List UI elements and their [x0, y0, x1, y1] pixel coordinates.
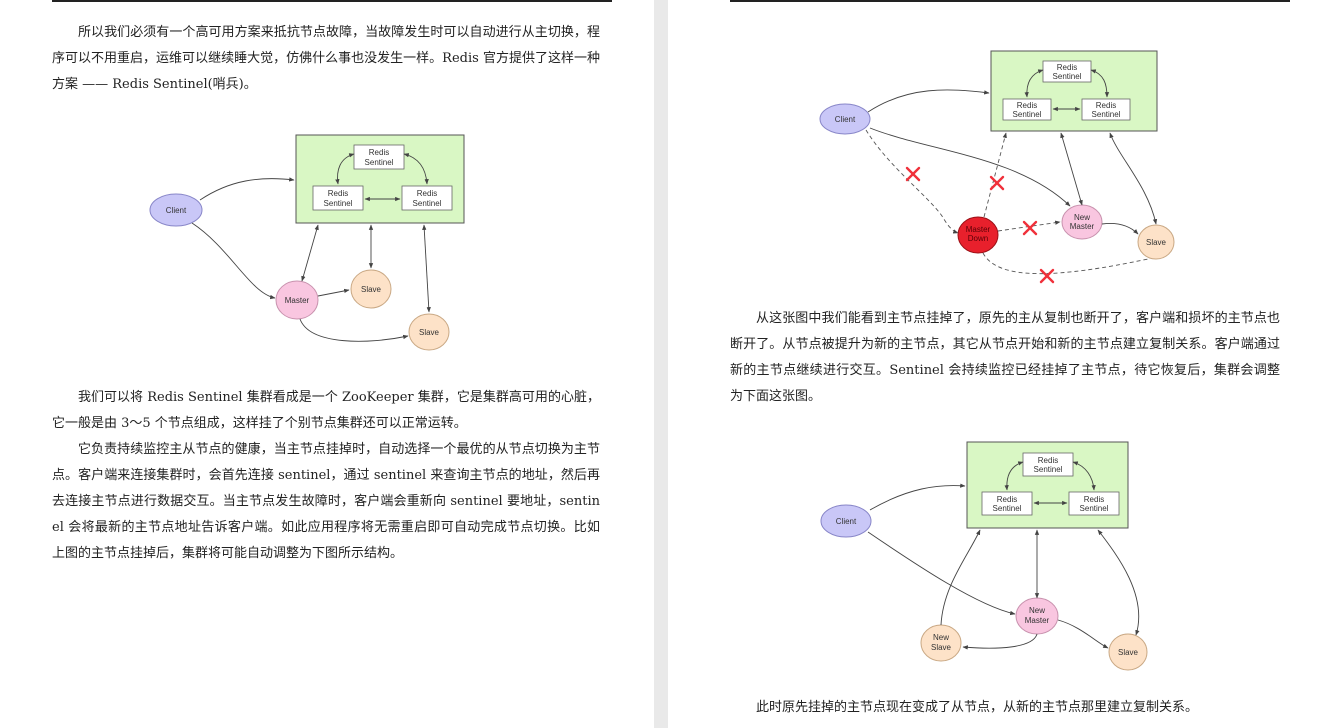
top-rule	[730, 0, 1290, 2]
sentinel-node-right	[1068, 491, 1120, 516]
slave-node-1	[350, 269, 392, 309]
slave-node	[1137, 224, 1175, 260]
sentinel-node-label: Sentinel	[324, 199, 353, 208]
broken-link-cross-icon	[1022, 220, 1038, 236]
client-label: Client	[166, 206, 187, 215]
sentinel-node-label: Sentinel	[365, 158, 394, 167]
new-slave-label: New	[933, 633, 949, 642]
client-node	[819, 103, 871, 135]
sentinel-node-label: Redis	[1096, 101, 1116, 110]
sentinel-node-right	[401, 185, 453, 211]
paragraph-sentinel-intro: 所以我们必须有一个高可用方案来抵抗节点故障，当故障发生时可以自动进行从主切换，程…	[52, 25, 600, 92]
sentinel-node-label: Redis	[1084, 495, 1104, 504]
sentinel-node-label: Sentinel	[1034, 465, 1063, 474]
sentinel-node-left	[981, 491, 1033, 516]
recovered-cluster-diagram: Redis Sentinel Redis Sentinel Redis Sent…	[820, 441, 1148, 671]
new-master-label: New	[1074, 213, 1090, 222]
sentinel-node-left	[1002, 98, 1052, 121]
sentinel-cluster-diagram: Redis Sentinel Redis Sentinel Redis Sent…	[149, 134, 465, 351]
sentinel-node-label: Sentinel	[1080, 504, 1109, 513]
sentinel-node-left	[312, 185, 364, 211]
paragraph-old-master-recovered: 此时原先挂掉的主节点现在变成了从节点，从新的主节点那里建立复制关系。	[756, 700, 1199, 715]
paragraph-master-down: 从这张图中我们能看到主节点挂掉了，原先的主从复制也断开了，客户端和损坏的主节点也…	[730, 311, 1280, 404]
client-node	[820, 504, 872, 538]
master-down-label: Down	[968, 234, 988, 243]
slave-node-2	[408, 313, 450, 351]
sentinel-node-label: Redis	[1057, 63, 1077, 72]
master-down-node	[957, 216, 999, 254]
paragraph-zookeeper-analogy: 我们可以将 Redis Sentinel 集群看成是一个 ZooKeeper 集…	[52, 390, 600, 431]
sentinel-node-top	[353, 144, 405, 170]
client-label: Client	[835, 115, 856, 124]
left-page: 所以我们必须有一个高可用方案来抵抗节点故障，当故障发生时可以自动进行从主切换，程…	[0, 0, 654, 728]
new-master-label: Master	[1025, 616, 1050, 625]
broken-link-cross-icon	[989, 175, 1005, 191]
sentinel-node-label: Redis	[997, 495, 1017, 504]
sentinel-node-label: Sentinel	[413, 199, 442, 208]
new-master-label: Master	[1070, 222, 1095, 231]
client-label: Client	[836, 517, 857, 526]
master-label: Master	[285, 296, 310, 305]
slave-label: Slave	[419, 328, 440, 337]
sentinel-node-label: Sentinel	[1053, 72, 1082, 81]
sentinel-node-label: Sentinel	[993, 504, 1022, 513]
sentinel-node-label: Redis	[1017, 101, 1037, 110]
sentinel-node-label: Redis	[1038, 456, 1058, 465]
sentinel-node-label: Sentinel	[1013, 110, 1042, 119]
slave-label: Slave	[361, 285, 382, 294]
top-rule	[52, 0, 612, 2]
right-page: Redis Sentinel Redis Sentinel Redis Sent…	[668, 0, 1319, 728]
master-down-label: Master	[966, 225, 991, 234]
client-node	[149, 193, 203, 227]
new-master-label: New	[1029, 606, 1045, 615]
sentinel-node-label: Redis	[369, 148, 389, 157]
broken-link-cross-icon	[905, 166, 921, 182]
slave-label: Slave	[1146, 238, 1167, 247]
broken-link-cross-icon	[1039, 268, 1055, 284]
sentinel-node-label: Sentinel	[1092, 110, 1121, 119]
paragraph-sentinel-monitoring: 它负责持续监控主从节点的健康，当主节点挂掉时，自动选择一个最优的从节点切换为主节…	[52, 442, 600, 561]
slave-label: Slave	[1118, 648, 1139, 657]
sentinel-node-label: Redis	[417, 189, 437, 198]
sentinel-node-right	[1081, 98, 1131, 121]
new-slave-label: Slave	[931, 643, 952, 652]
master-node	[275, 280, 319, 320]
master-down-diagram: Redis Sentinel Redis Sentinel Redis Sent…	[819, 50, 1175, 284]
sentinel-node-label: Redis	[328, 189, 348, 198]
